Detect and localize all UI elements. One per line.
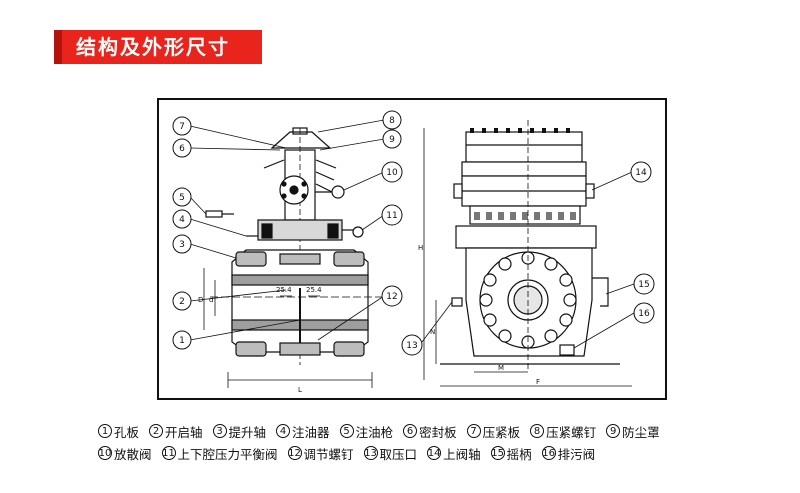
legend-label: 压紧螺钉 — [546, 424, 597, 440]
dim-25-4-left: 25.4 — [276, 286, 292, 294]
legend-number: 6 — [403, 424, 418, 438]
legend-label: 注油器 — [292, 424, 330, 440]
callout-8: 8 — [389, 116, 395, 126]
legend-label: 取压口 — [379, 446, 418, 462]
callout-4: 4 — [179, 215, 185, 225]
dim-N: N — [430, 328, 435, 336]
callout-12: 12 — [386, 292, 397, 302]
callout-1: 1 — [179, 336, 185, 346]
dim-25-4-right: 25.4 — [306, 286, 322, 294]
legend-number: 9 — [606, 424, 621, 438]
dim-M: M — [498, 364, 504, 372]
callout-16: 16 — [638, 309, 650, 319]
legend-number: 3 — [212, 424, 227, 438]
legend-label: 开启轴 — [165, 424, 203, 440]
callout-11: 11 — [386, 211, 397, 221]
section-title: 结构及外形尺寸 — [54, 30, 262, 64]
callout-15: 15 — [638, 280, 649, 290]
legend-label: 上下腔压力平衡阀 — [177, 446, 278, 462]
legend-label: 提升轴 — [228, 424, 267, 440]
dim-d: d — [209, 296, 213, 304]
right-exterior-view — [423, 120, 632, 387]
callout-7: 7 — [179, 122, 185, 132]
callout-2: 2 — [179, 297, 185, 307]
legend-number: 7 — [466, 424, 481, 438]
legend-label: 放散阀 — [114, 446, 152, 462]
legend-number: 11 — [161, 446, 176, 460]
dim-L: L — [298, 386, 302, 394]
legend-label: 排污阀 — [557, 446, 596, 462]
callout-10: 10 — [386, 168, 398, 178]
legend-number: 15 — [490, 446, 505, 460]
legend-label: 调节螺钉 — [303, 446, 354, 462]
legend-number: 13 — [363, 446, 378, 460]
callout-14: 14 — [635, 168, 647, 178]
callout-6: 6 — [179, 144, 185, 154]
legend-label: 摇柄 — [506, 446, 532, 462]
legend-number: 4 — [276, 424, 291, 438]
legend-number: 10 — [98, 446, 112, 460]
callout-13: 13 — [406, 341, 417, 351]
legend-label: 孔板 — [114, 424, 140, 440]
callout-3: 3 — [179, 240, 185, 250]
callout-5: 5 — [179, 193, 185, 203]
legend-number: 8 — [530, 424, 545, 438]
legend-label: 密封板 — [419, 424, 457, 440]
left-section-view — [203, 127, 390, 388]
dim-D: D — [198, 296, 203, 304]
legend-number: 1 — [98, 424, 112, 438]
legend-label: 压紧板 — [482, 424, 521, 440]
legend-label: 注油枪 — [355, 424, 394, 440]
dim-F: F — [536, 378, 540, 386]
callout-9: 9 — [389, 135, 395, 145]
legend-label: 上阀轴 — [443, 446, 481, 462]
legend-number: 5 — [339, 424, 354, 438]
legend-number: 14 — [427, 446, 442, 460]
legend-label: 防尘罩 — [622, 424, 660, 440]
legend-number: 16 — [541, 446, 556, 460]
legend-number: 12 — [287, 446, 302, 460]
legend-number: 2 — [149, 424, 164, 438]
dim-H: H — [418, 244, 423, 252]
